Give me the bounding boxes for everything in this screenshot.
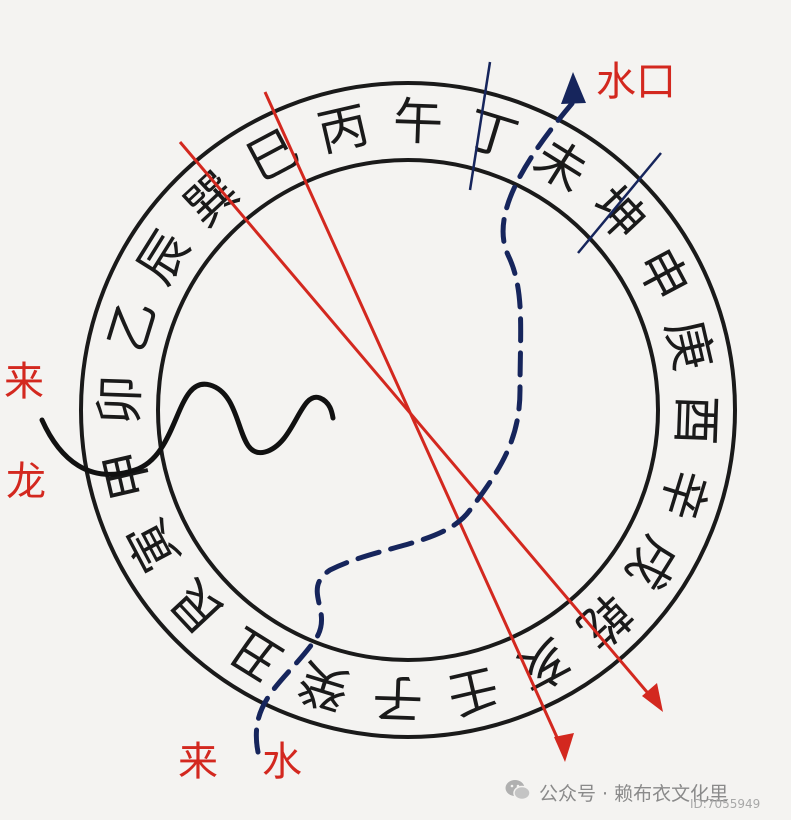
inner-ring xyxy=(156,158,660,662)
watermark-account: 公众号 · 赖布衣文化里 xyxy=(539,783,729,805)
ring-character: 庚 xyxy=(655,314,723,376)
water-flow-arrowhead xyxy=(561,72,586,104)
ring-character: 寅 xyxy=(116,510,191,581)
watermark-id: ID:7055949 xyxy=(690,797,761,811)
ring-character: 丙 xyxy=(312,96,374,164)
wechat-icon xyxy=(505,779,531,801)
ring-character: 乙 xyxy=(98,293,168,358)
ring-character: 申 xyxy=(625,239,700,310)
water-mouth-label: 水口 xyxy=(596,59,676,105)
coming-dragon-line xyxy=(39,381,336,477)
outer-ring xyxy=(79,81,737,739)
coming-dragon-label-2: 龙 xyxy=(6,459,46,505)
red-arrowhead xyxy=(642,683,663,712)
ring-character: 子 xyxy=(372,668,424,728)
ring-character: 卯 xyxy=(90,374,150,426)
red-arrowhead xyxy=(554,733,574,762)
coming-water-label-2: 水 xyxy=(262,739,302,785)
ring-character: 酉 xyxy=(666,394,726,446)
ring-character: 壬 xyxy=(442,657,504,725)
ring-character: 亥 xyxy=(508,627,579,702)
coming-water-label-1: 来 xyxy=(178,739,218,785)
ring-character: 丁 xyxy=(460,100,525,170)
red-direction-line xyxy=(263,91,567,756)
ring-character: 辰 xyxy=(126,221,202,294)
water-flow-path xyxy=(254,97,578,755)
red-direction-line xyxy=(178,141,660,706)
ring-character: 辛 xyxy=(648,462,718,527)
coming-dragon-label-1: 来 xyxy=(4,359,44,405)
ring-character: 未 xyxy=(524,128,597,204)
ring-character: 戌 xyxy=(614,526,690,599)
water-mouth-divider xyxy=(577,152,662,254)
ring-character: 巳 xyxy=(237,118,308,193)
water-mouth-divider xyxy=(468,61,492,191)
ring-character: 午 xyxy=(392,92,444,152)
